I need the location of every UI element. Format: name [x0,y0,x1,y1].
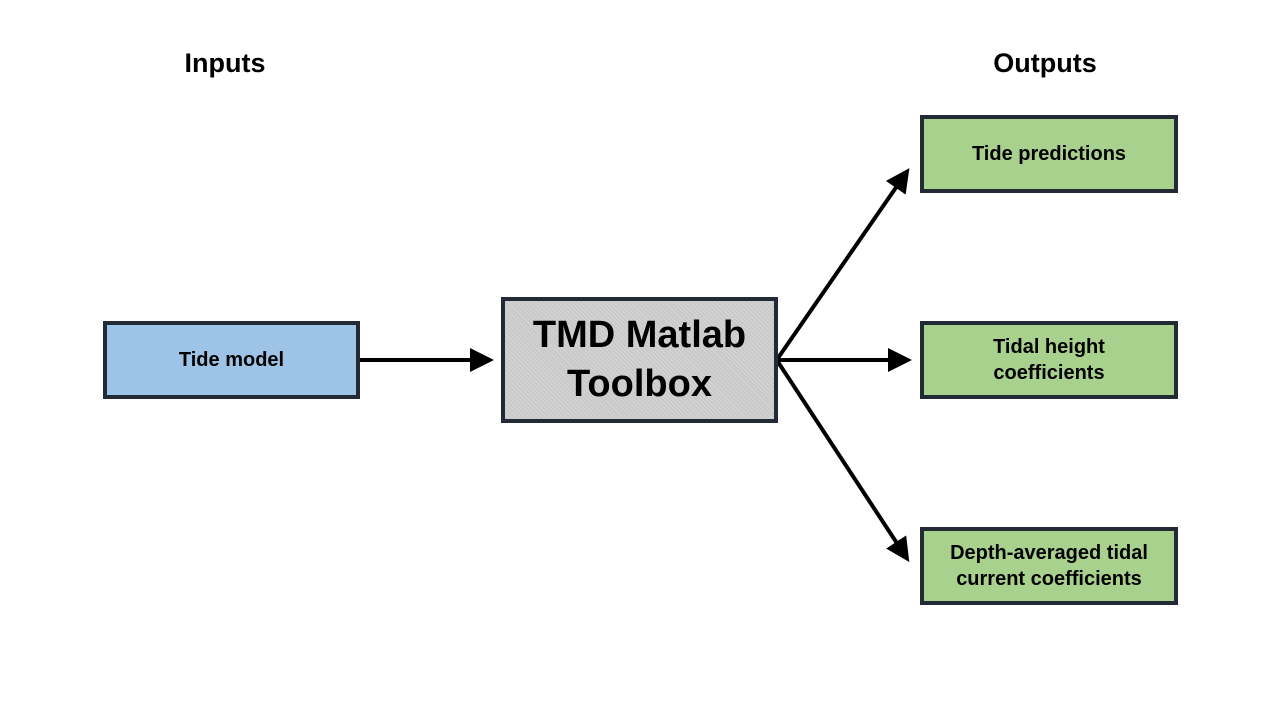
output-box-tidal-current-coefficients: Depth-averaged tidal current coefficient… [920,527,1178,605]
tide-model-label: Tide model [178,349,285,371]
inputs-heading: Inputs [184,48,266,78]
output-label: Tidal height coefficients [993,336,1105,384]
outputs-heading: Outputs [993,48,1097,78]
arrow-toolbox-to-tide-predictions [776,168,910,360]
tmd-toolbox-box: TMD Matlab Toolbox [501,297,778,423]
output-box-tide-predictions: Tide predictions [920,115,1178,193]
arrow-toolbox-to-tidal-current [776,360,910,563]
tide-model-box: Tide model [103,321,360,399]
tmd-toolbox-label: TMD Matlab Toolbox [532,313,747,405]
output-box-tidal-height-coefficients: Tidal height coefficients [920,321,1178,399]
output-label: Depth-averaged tidal current coefficient… [950,542,1148,590]
output-label: Tide predictions [971,143,1127,165]
